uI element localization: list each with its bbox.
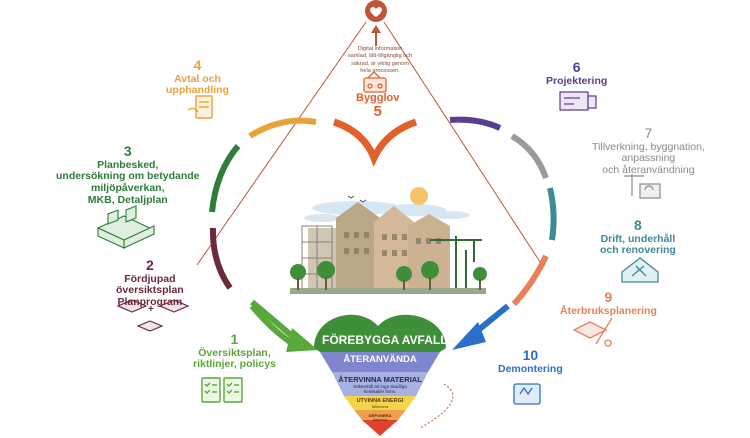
phase-4-segment bbox=[248, 117, 317, 139]
site-plan-icon: + bbox=[116, 299, 190, 332]
maintenance-house-icon bbox=[621, 257, 659, 283]
phase-1-arrow bbox=[250, 299, 318, 352]
phase-4-label: 4 Avtal och upphandling bbox=[166, 57, 229, 97]
phase-2-label: 2 Fördjupad översiktsplan Planprogram bbox=[116, 257, 184, 309]
phase-9-text: Återbruksplanering bbox=[560, 304, 657, 317]
phase-6-segment bbox=[449, 116, 502, 131]
phase-4-text: Avtal och upphandling bbox=[166, 72, 229, 97]
level-atervinna bbox=[332, 372, 428, 396]
recycling-container-icon bbox=[513, 383, 541, 405]
phase-5-label: Bygglov 5 bbox=[356, 92, 399, 121]
atervinna-label: ÅTERVINNA MATERIAL bbox=[338, 375, 422, 384]
forebygga-label: FÖREBYGGA AVFALL bbox=[322, 333, 448, 347]
phase-8-number: 8 bbox=[634, 217, 642, 233]
phase-9-label: 9 Återbruksplanering bbox=[560, 289, 657, 317]
level-utvinna bbox=[344, 396, 416, 410]
crane-factory-icon bbox=[624, 174, 661, 199]
deponera-sub: Minimera bbox=[372, 418, 388, 422]
ateranvanda-label: ÅTERANVÄNDA bbox=[343, 354, 417, 365]
phase-3-number: 3 bbox=[123, 143, 132, 159]
phase-5-text: Bygglov bbox=[356, 92, 400, 104]
phase-1-segment bbox=[249, 304, 292, 345]
level-deponera-upper bbox=[354, 410, 406, 420]
sun bbox=[410, 187, 428, 205]
phase-5-number: 5 bbox=[373, 103, 382, 121]
digital-information-text: Digital information samlad, lätt-tillgän… bbox=[347, 46, 413, 74]
phase-3-text: Planbesked, undersökning om betydande mi… bbox=[56, 158, 200, 206]
building-permit-icon bbox=[363, 71, 387, 93]
birds bbox=[347, 195, 367, 203]
phase-2-text: Fördjupad översiktsplan Planprogram bbox=[116, 272, 184, 309]
phase-10-arrow bbox=[452, 303, 510, 350]
isometric-blocks-icon bbox=[96, 205, 156, 249]
return-loop-line bbox=[419, 383, 454, 429]
deponera-label: DEPONERA bbox=[368, 413, 392, 418]
blueprint-icon bbox=[559, 91, 597, 111]
phase-7-label: 7 Tillverkning, byggnation, anpassning o… bbox=[592, 125, 705, 177]
phase-7-segment bbox=[510, 133, 549, 180]
document-checklist-icon bbox=[201, 377, 243, 403]
level-deponera bbox=[362, 420, 398, 436]
phase-6-text: Projektering bbox=[546, 74, 608, 87]
phase-3-label: 3 Planbesked, undersökning om betydande … bbox=[56, 143, 200, 207]
phase-1-label: 1 Översiktsplan, riktlinjer, policys bbox=[193, 331, 276, 371]
phase-1-text: Översiktsplan, riktlinjer, policys bbox=[193, 346, 276, 371]
phase-1-number: 1 bbox=[230, 331, 239, 347]
phase-7-text: Tillverkning, byggnation, anpassning och… bbox=[592, 140, 705, 177]
phase-5-segment bbox=[332, 118, 418, 167]
phase-6-label: 6 Projektering bbox=[546, 59, 608, 87]
phase-10-number: 10 bbox=[522, 347, 539, 363]
city-illustration bbox=[290, 202, 487, 294]
level-ateranvanda bbox=[320, 352, 440, 372]
contract-signing-icon bbox=[187, 95, 213, 119]
phase-10-text: Demontering bbox=[498, 362, 563, 375]
phase-8-text: Drift, underhåll och renovering bbox=[600, 232, 676, 257]
planning-pencil-icon bbox=[572, 317, 613, 347]
waste-hierarchy-pyramid bbox=[314, 314, 446, 436]
phase-2-segment bbox=[209, 227, 233, 290]
information-connector-lines bbox=[196, 21, 543, 266]
level-forebygga bbox=[314, 314, 446, 352]
handshake-heart-icon bbox=[365, 0, 387, 46]
phase-3-segment bbox=[209, 144, 241, 213]
svg-text:+: + bbox=[148, 304, 154, 315]
phase-6-number: 6 bbox=[572, 59, 581, 75]
phase-2-number: 2 bbox=[145, 257, 154, 273]
phase-9-segment bbox=[511, 254, 549, 307]
phase-4-number: 4 bbox=[193, 57, 202, 73]
phase-8-label: 8 Drift, underhåll och renovering bbox=[600, 217, 676, 257]
phase-8-segment bbox=[547, 187, 557, 241]
utvinna-label: UTVINNA ENERGI bbox=[356, 398, 404, 404]
phase-9-number: 9 bbox=[604, 289, 613, 305]
phase-10-label: 10 Demontering bbox=[498, 347, 563, 375]
phase-7-number: 7 bbox=[644, 125, 653, 141]
utvinna-sub: Minimera bbox=[371, 404, 389, 409]
atervinna-sub: Säkerställ att inga skadliga kemikalier … bbox=[353, 384, 407, 395]
